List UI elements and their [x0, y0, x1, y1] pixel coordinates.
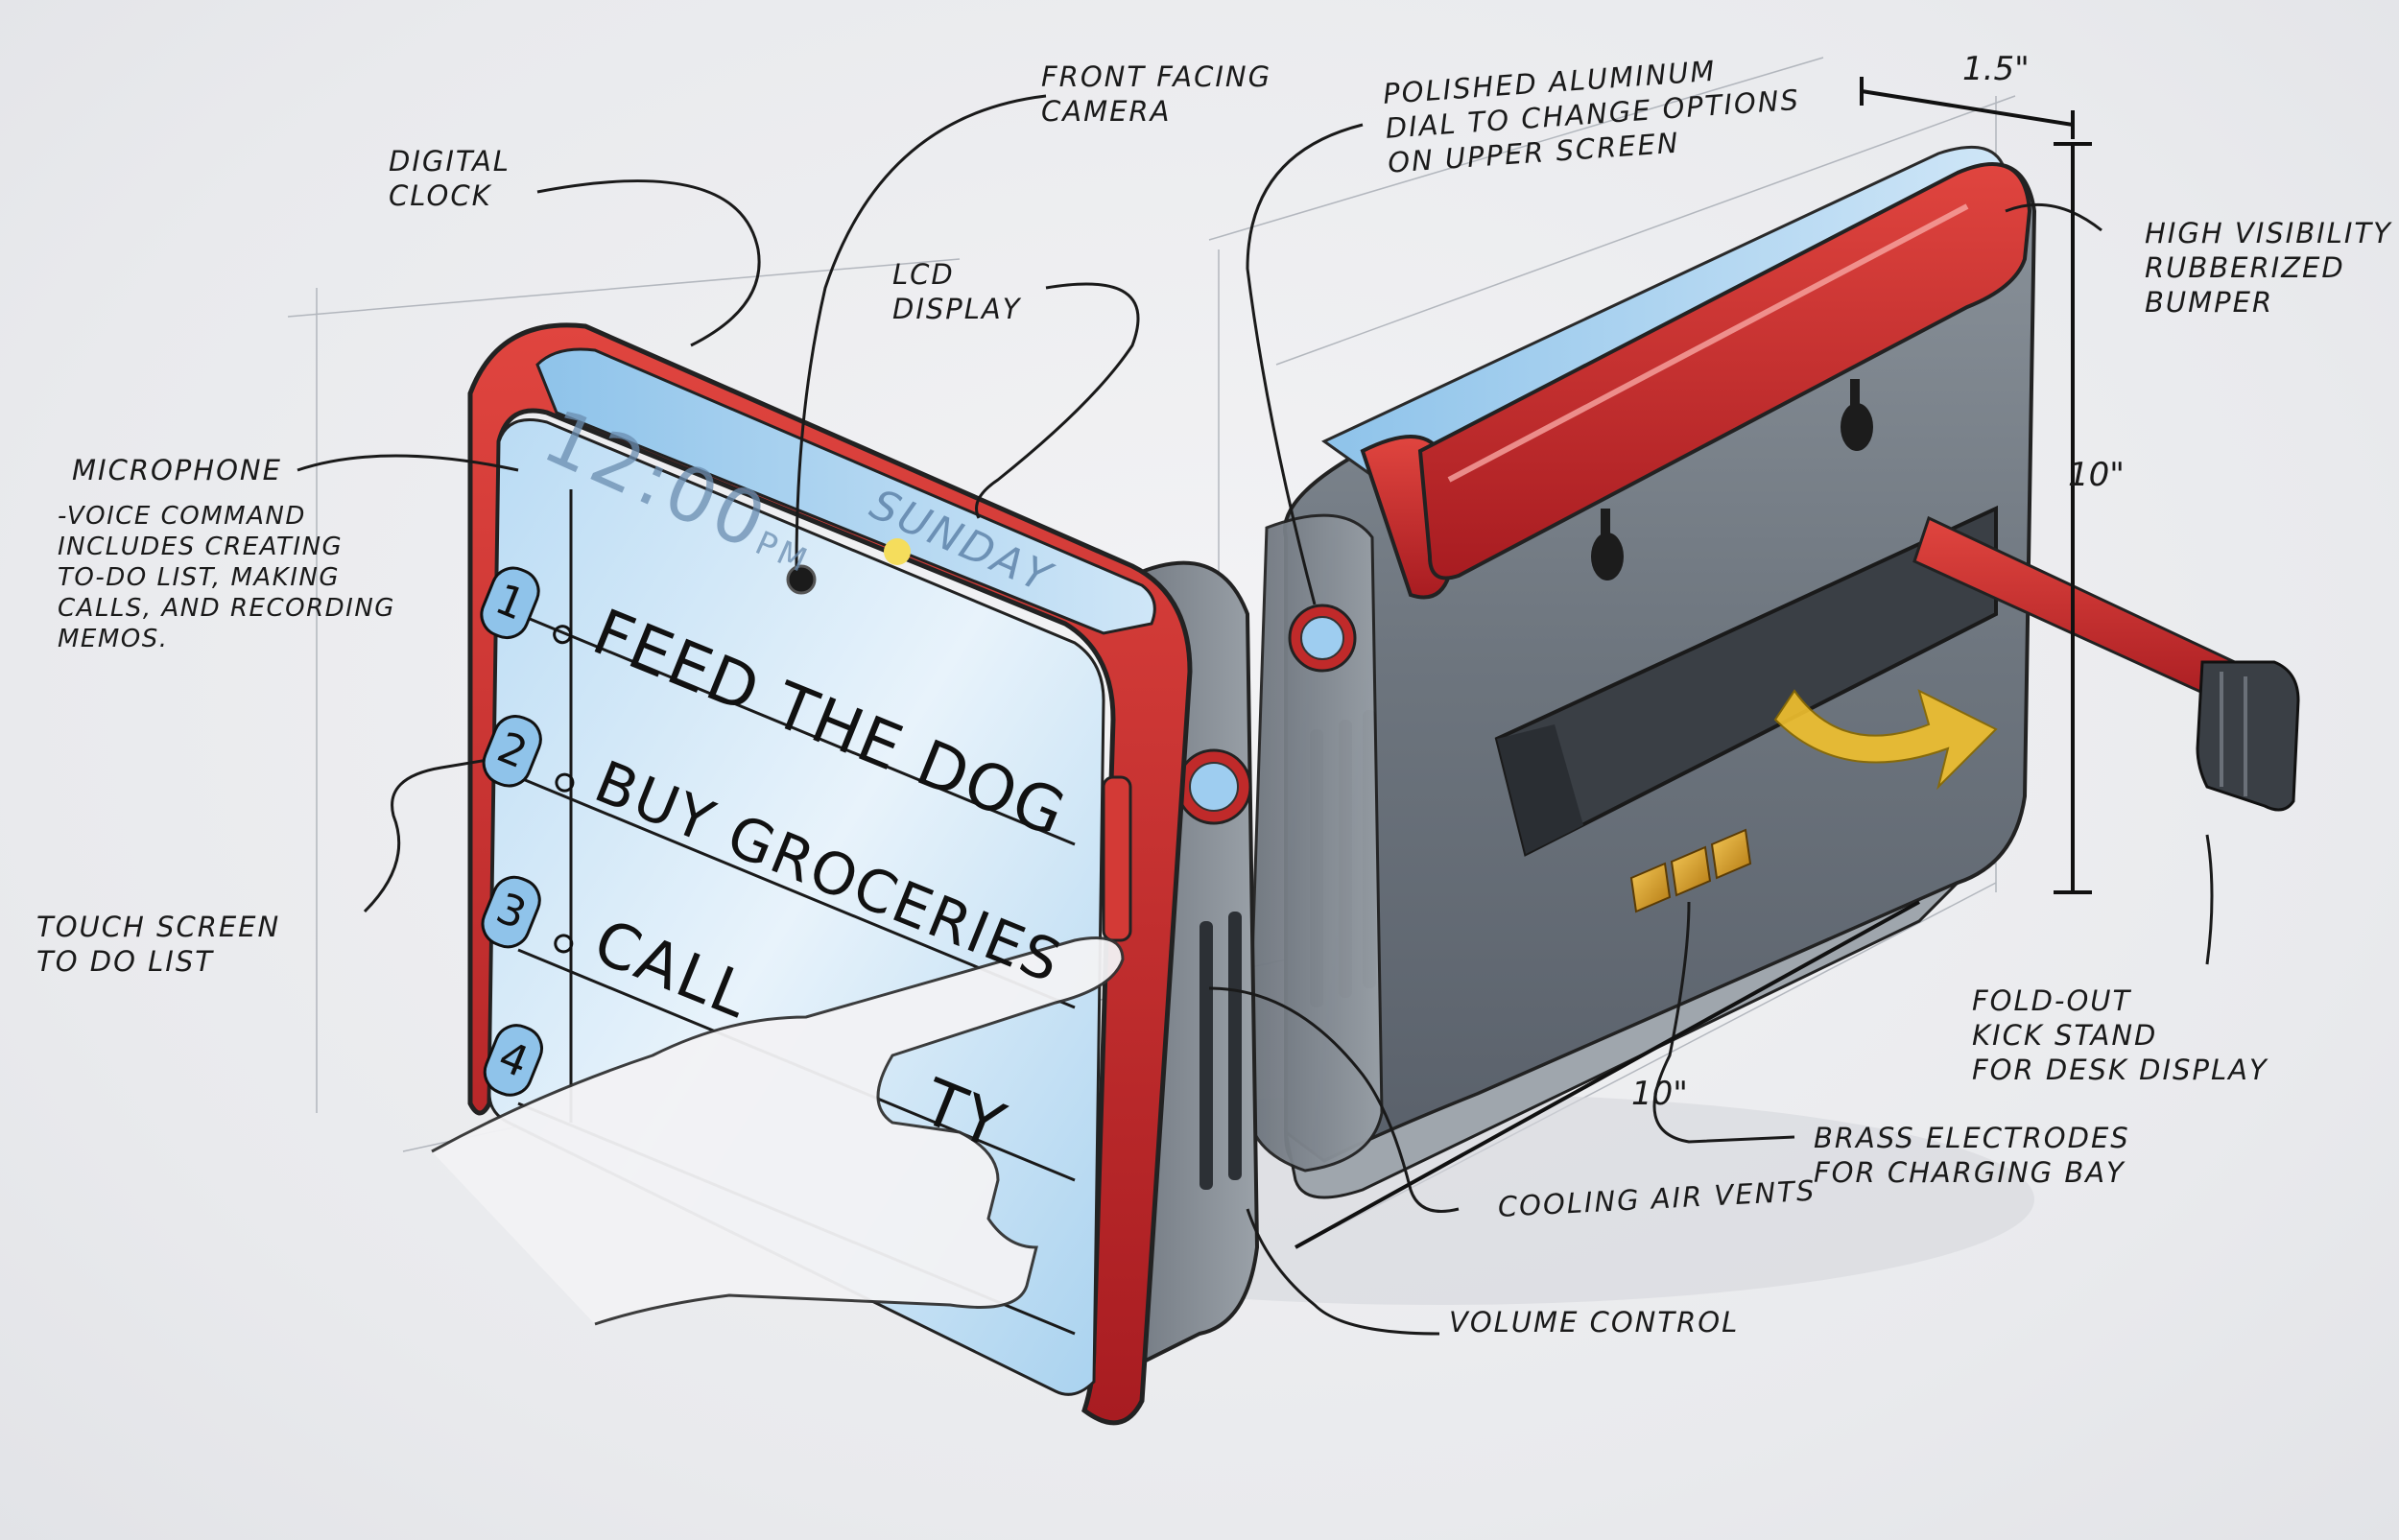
fold-arrow: [1773, 689, 1998, 791]
label-microphone-desc: -VOICE COMMAND INCLUDES CREATING TO-DO L…: [58, 502, 395, 653]
hand: [431, 936, 1125, 1326]
brass-electrodes: [1629, 828, 1752, 913]
weather-icon: [884, 538, 911, 565]
wall-mount-holes: [1591, 379, 1873, 580]
volume-control[interactable]: [1102, 775, 1132, 942]
dimension-height: 10": [2068, 456, 2125, 494]
label-touch-screen: TOUCH SCREEN TO DO LIST: [36, 911, 281, 978]
leader-lines: [297, 94, 2214, 1336]
label-lcd-display: LCD DISPLAY: [892, 258, 1022, 325]
dimension-lines: [1295, 77, 2092, 1249]
dimension-width: 10": [1631, 1075, 1688, 1113]
kick-stand: [1912, 515, 2300, 812]
dimension-depth: 1.5": [1962, 50, 2030, 88]
label-brass-electrodes: BRASS ELECTRODES FOR CHARGING BAY: [1814, 1122, 2130, 1189]
label-fold-out: FOLD-OUT KICK STAND FOR DESK DISPLAY: [1972, 984, 2268, 1086]
label-front-camera: FRONT FACING CAMERA: [1041, 60, 1272, 128]
label-microphone: MICROPHONE: [72, 454, 282, 486]
aluminum-dial[interactable]: [1176, 604, 1357, 825]
label-volume-control: VOLUME CONTROL: [1449, 1306, 1740, 1339]
label-high-visibility: HIGH VISIBILITY RUBBERIZED BUMPER: [2145, 217, 2392, 319]
label-digital-clock: DIGITAL CLOCK: [389, 145, 511, 212]
front-camera: [786, 564, 817, 595]
device-back-body: [1246, 145, 2037, 1199]
